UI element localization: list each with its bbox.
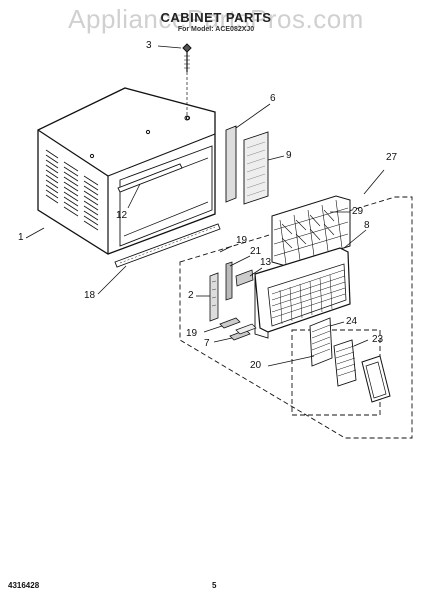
assembly-boundary-27: [179, 196, 413, 439]
watermark: AppliancePartsPros.com: [68, 4, 364, 34]
seal-strip-part-6: [225, 125, 237, 203]
callout-9: 9: [286, 150, 292, 161]
callout-19b: 19: [186, 328, 198, 339]
callout-19a: 19: [236, 235, 248, 246]
model-subtitle: For Model: ACE082XJ0: [177, 26, 255, 33]
callout-7: 7: [204, 338, 210, 349]
page-number: 5: [212, 581, 217, 590]
leader-lines: [25, 45, 385, 367]
rail-part-18: [114, 223, 221, 268]
strip-part-21: [225, 261, 233, 301]
callout-18: 18: [84, 290, 96, 301]
filter-part-29: [271, 195, 351, 267]
label-part-13: [235, 269, 254, 287]
document-number: 4316428: [8, 581, 40, 590]
callout-13: 13: [260, 257, 272, 268]
callout-8: 8: [364, 220, 370, 231]
filter-panel-part-9: [243, 131, 269, 205]
louver-part-24: [309, 317, 333, 367]
rail-part-12: [117, 163, 183, 193]
callout-2: 2: [188, 290, 194, 301]
callout-29: 29: [352, 206, 364, 217]
assembly-boundary-20: [291, 329, 381, 416]
cabinet-part-1: [37, 87, 216, 255]
callout-23: 23: [372, 334, 384, 345]
callout-12: 12: [116, 210, 128, 221]
callout-1: 1: [18, 232, 24, 243]
front-grille-part-8: [254, 247, 351, 339]
bracket-part-19: [219, 317, 241, 329]
strip-part-2: [209, 272, 219, 322]
louver-part-23: [333, 339, 357, 387]
callout-21: 21: [250, 246, 262, 257]
callout-20: 20: [250, 360, 262, 371]
frame-part-20: [361, 355, 391, 403]
callout-3: 3: [146, 40, 152, 51]
callout-27: 27: [386, 152, 398, 163]
callout-24: 24: [346, 316, 358, 327]
callout-6: 6: [270, 93, 276, 104]
screw-part-3: [182, 43, 192, 121]
page-title: CABINET PARTS: [160, 10, 272, 25]
